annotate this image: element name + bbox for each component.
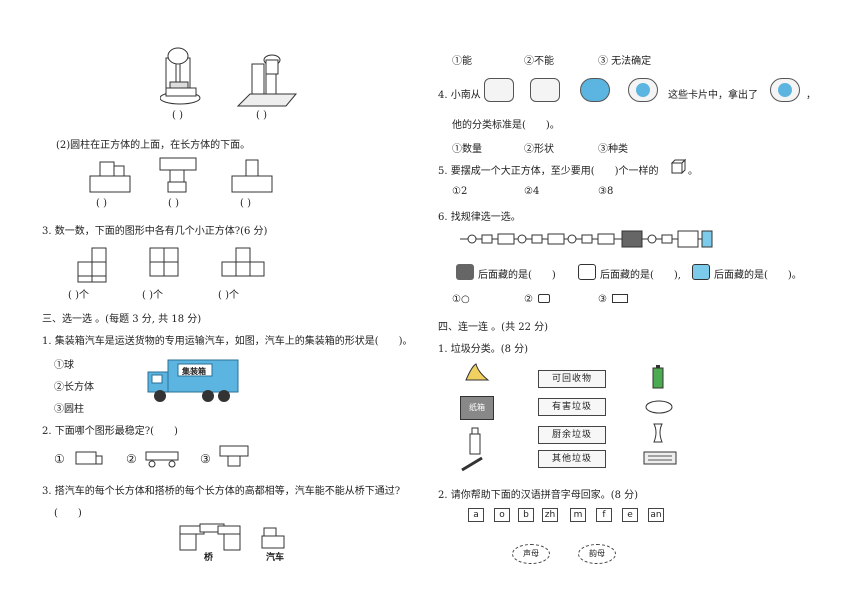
bin-other[interactable]: 其他垃圾 <box>538 450 606 468</box>
card-fruit[interactable] <box>484 78 514 102</box>
q4-option-1[interactable]: ①数量 <box>452 144 482 155</box>
q6-text: 6. 找规律选一选。 <box>438 212 521 223</box>
container-truck-image <box>147 359 239 402</box>
car-image <box>261 527 285 549</box>
q5-option-3[interactable]: ③8 <box>598 186 614 197</box>
truck-label: 集装箱 <box>182 366 206 376</box>
bridge-image <box>179 523 241 551</box>
small-cube-icon <box>670 158 686 174</box>
q6-option-2[interactable]: ② <box>524 294 533 305</box>
home-finals[interactable]: 韵母 <box>578 544 616 564</box>
q4-option-3[interactable]: ③种类 <box>598 144 628 155</box>
cylinder-stack-figure-2 <box>236 54 298 107</box>
s4q1-text: 1. 垃圾分类。(8 分) <box>438 344 529 355</box>
cylinder-stack-figure-1 <box>160 47 201 105</box>
car-label: 汽车 <box>266 553 285 563</box>
paper-box-icon: 纸箱 <box>460 396 494 420</box>
s3q3-blank[interactable]: ( ) <box>54 508 82 519</box>
s3q1-option-3[interactable]: ③圆柱 <box>54 404 84 415</box>
hidden-white-icon <box>578 264 596 280</box>
q1-sub2-blank-1[interactable]: ( ) <box>96 198 107 209</box>
s3q1-text: 1. 集装箱汽车是运送货物的专用运输汽车，如图，汽车上的集装箱的形状是( )。 <box>42 336 413 347</box>
q1-sub2-blank-3[interactable]: ( ) <box>240 198 251 209</box>
hidden-blue-icon <box>692 264 710 280</box>
banana-peel-icon <box>465 363 490 381</box>
shape-option-3 <box>219 445 249 467</box>
q5-option-1[interactable]: ①2 <box>452 186 468 197</box>
block-figure-1 <box>89 161 131 193</box>
q5-suffix: 。 <box>688 166 698 177</box>
cube-stack-figure-1 <box>77 247 107 283</box>
block-figure-3 <box>231 159 273 193</box>
pinyin-e[interactable]: e <box>622 508 638 522</box>
q3-title: 3. 数一数，下面的图形中各有几个小正方体?(6 分) <box>42 226 268 237</box>
q3-blank-1[interactable]: ( )个 <box>68 290 89 301</box>
option-long-rect-icon <box>612 294 628 303</box>
top-option-2[interactable]: ②不能 <box>524 56 554 67</box>
bridge-label: 桥 <box>204 553 214 563</box>
bin-recyclable[interactable]: 可回收物 <box>538 370 606 388</box>
shape-option-2 <box>145 451 179 468</box>
pinyin-zh[interactable]: zh <box>542 508 558 522</box>
q3-blank-3[interactable]: ( )个 <box>218 290 239 301</box>
q1-blank-1[interactable]: ( ) <box>172 110 183 121</box>
box-label: 纸箱 <box>469 403 485 412</box>
q1-sub2-text: (2)圆柱在正方体的上面，在长方体的下面。 <box>56 140 251 151</box>
q4-mid: 这些卡片中，拿出了 <box>668 90 758 101</box>
pinyin-a[interactable]: a <box>468 508 484 522</box>
q4-option-2[interactable]: ②形状 <box>524 144 554 155</box>
card-picked[interactable] <box>770 78 800 102</box>
pinyin-o[interactable]: o <box>494 508 510 522</box>
card-globe[interactable] <box>628 78 658 102</box>
s3q2-text: 2. 下面哪个图形最稳定?( ) <box>42 426 178 437</box>
option-small-rect-icon <box>538 294 550 303</box>
pinyin-m[interactable]: m <box>570 508 586 522</box>
q1-sub2-blank-2[interactable]: ( ) <box>168 198 179 209</box>
q5-text: 5. 要摆成一个大正方体，至少要用( )个一样的 <box>438 166 659 177</box>
s3q1-option-2[interactable]: ②长方体 <box>54 382 94 393</box>
bead-pattern-figure <box>460 230 713 248</box>
bottle-icon <box>469 427 481 455</box>
bin-hazardous[interactable]: 有害垃圾 <box>538 398 606 416</box>
q4-line2: 他的分类标准是( )。 <box>452 120 560 131</box>
newspaper-icon <box>643 451 677 465</box>
card-carrot[interactable] <box>530 78 560 102</box>
q4-suffix: ， <box>806 90 816 101</box>
s3q3-text: 3. 搭汽车的每个长方体和搭桥的每个长方体的高都相等，汽车能不能从桥下通过? <box>42 486 401 497</box>
q5-option-2[interactable]: ②4 <box>524 186 540 197</box>
s3q2-mark-2[interactable]: ② <box>126 452 137 466</box>
pinyin-f[interactable]: f <box>596 508 612 522</box>
plate-icon <box>645 400 673 414</box>
block-figure-2 <box>159 157 197 193</box>
s3q1-option-1[interactable]: ①球 <box>54 360 74 371</box>
q6-hidden-1: 后面藏的是( ) <box>478 270 556 281</box>
section4-title: 四、连一连 。(共 22 分) <box>438 322 549 333</box>
q1-blank-2[interactable]: ( ) <box>256 110 267 121</box>
s4q2-text: 2. 请你帮助下面的汉语拼音字母回家。(8 分) <box>438 490 639 501</box>
battery-icon <box>652 365 664 389</box>
syringe-icon <box>461 456 483 472</box>
home-initials[interactable]: 声母 <box>512 544 550 564</box>
top-option-1[interactable]: ①能 <box>452 56 472 67</box>
bin-kitchen[interactable]: 厨余垃圾 <box>538 426 606 444</box>
hidden-dark-icon <box>456 264 474 280</box>
q6-option-1[interactable]: ①○ <box>452 294 470 305</box>
q4-prefix: 4. 小南从 <box>438 90 481 101</box>
cube-stack-figure-2 <box>149 247 179 277</box>
apple-core-icon <box>653 423 663 443</box>
card-blue-round[interactable] <box>580 78 610 102</box>
q3-blank-2[interactable]: ( )个 <box>142 290 163 301</box>
q6-hidden-2: 后面藏的是( ), <box>600 270 681 281</box>
section3-title: 三、选一选 。(每题 3 分, 共 18 分) <box>42 314 202 325</box>
pinyin-b[interactable]: b <box>518 508 534 522</box>
cube-stack-figure-3 <box>221 247 265 277</box>
s3q2-mark-1[interactable]: ① <box>54 452 65 466</box>
top-option-3[interactable]: ③ 无法确定 <box>598 56 652 67</box>
q6-option-3[interactable]: ③ <box>598 294 607 305</box>
pinyin-an[interactable]: an <box>648 508 664 522</box>
shape-option-1 <box>75 451 103 465</box>
q6-hidden-3: 后面藏的是( )。 <box>714 270 802 281</box>
s3q2-mark-3[interactable]: ③ <box>200 452 211 466</box>
